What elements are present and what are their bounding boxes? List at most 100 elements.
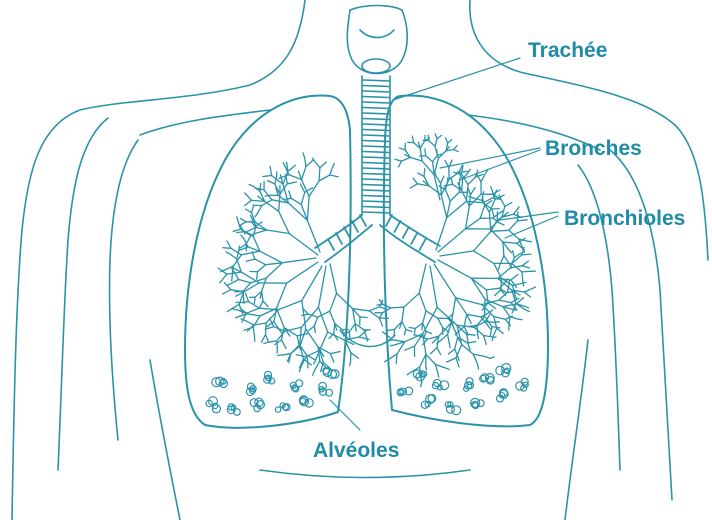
bronchial-branch (246, 293, 249, 301)
trachea-ring (363, 212, 389, 213)
bronchial-branch (241, 251, 260, 255)
bronchial-branch (265, 201, 279, 211)
bronchial-branch (303, 153, 305, 158)
bronchial-branch (301, 193, 304, 205)
bronchial-branch (501, 199, 505, 207)
bronchial-branch (255, 259, 266, 265)
bronchial-branch (319, 175, 330, 181)
bronchial-branch (309, 326, 315, 330)
bronchial-branch (456, 345, 462, 358)
bronchial-branch (438, 318, 443, 327)
bronchial-branch (369, 307, 379, 311)
bronchial-branch (462, 179, 463, 191)
bronchial-branch (246, 235, 251, 244)
trachea-ring (363, 185, 389, 186)
bronchial-branch (437, 150, 438, 155)
right-lung-outline (384, 95, 548, 426)
label-alveoli: Alvéoles (313, 440, 399, 461)
bronchial-branch (429, 141, 435, 147)
bronchial-branch (493, 328, 496, 336)
bronchial-branch (233, 309, 238, 310)
alveolus (275, 407, 280, 412)
bronchial-branch (511, 274, 518, 280)
bronchial-branch (377, 304, 383, 305)
bronchial-branch (474, 251, 494, 264)
bronchial-branch (237, 232, 244, 233)
bronchial-branch (296, 355, 306, 357)
bronchial-branch (387, 329, 395, 330)
bronchial-branch (360, 317, 367, 318)
trachea-leader (393, 58, 520, 100)
bronchial-branch (250, 215, 252, 219)
bronchial-branch (410, 157, 422, 161)
trachea-ring (363, 163, 389, 164)
bronchial-branch (521, 282, 525, 283)
bronchial-branch (402, 307, 404, 321)
bronchial-branch (436, 218, 447, 250)
bronchial-branch (268, 181, 275, 184)
bronchial-branch (441, 334, 448, 340)
bronchial-branch (525, 309, 530, 311)
bronchial-branch (491, 230, 509, 231)
bronchial-branch (454, 146, 457, 150)
bronchial-branch (455, 337, 458, 349)
bronchial-branch (505, 203, 512, 207)
bronchial-branch (402, 157, 411, 161)
bronchial-branch (367, 337, 368, 341)
bronchial-branch (419, 264, 426, 293)
trachea-ring (363, 174, 389, 175)
bronchial-branch (260, 251, 282, 263)
bronchial-branch (434, 264, 456, 298)
bronchial-branch (330, 167, 333, 175)
bronchial-branch (511, 280, 517, 287)
bronchial-branch (458, 357, 459, 361)
bronchial-branch (459, 171, 468, 172)
bronchial-branch (349, 332, 350, 339)
trachea-ring (363, 119, 389, 120)
bronchial-branch (467, 314, 481, 317)
bronchus-rings (328, 215, 426, 250)
bronchial-branch (522, 266, 529, 268)
bronchial-branch (464, 314, 467, 326)
trachea-ring (363, 168, 389, 169)
bronchial-branch (474, 231, 491, 251)
bronchial-branch (404, 293, 419, 307)
trachea-ring (363, 102, 389, 103)
bronchial-branch (231, 304, 239, 309)
bronchial-branch (391, 307, 404, 308)
bronchial-branch (499, 282, 505, 288)
bronchial-branch (522, 261, 528, 266)
main-bronchi (315, 215, 440, 262)
bronchial-branch (447, 358, 456, 362)
bronchial-branch (281, 340, 286, 349)
bronchial-branch (441, 183, 442, 195)
bronchial-branch (263, 176, 272, 177)
bronchial-branch (435, 134, 437, 139)
bronchial-branch (525, 306, 529, 308)
bronchial-branch (451, 177, 452, 184)
bronchial-branch (441, 176, 444, 183)
bronchial-branch (434, 158, 438, 174)
bronchial-branch (319, 168, 320, 181)
bronchial-branch (420, 148, 422, 161)
bronchial-branch (484, 336, 487, 345)
bronchial-branch (406, 330, 412, 332)
trachea-ring (363, 152, 389, 153)
bronchial-branch (486, 290, 488, 303)
trachea-ring (363, 80, 389, 81)
bronchial-branch (315, 361, 320, 370)
bronchus-ring (420, 239, 426, 250)
trachea-ring (363, 207, 389, 208)
bronchial-branch (527, 241, 531, 242)
bronchial-branch (399, 148, 405, 150)
bronchial-branch (342, 330, 344, 337)
bronchial-branch (412, 136, 413, 142)
bronchial-branch (333, 163, 335, 167)
bronchial-branch (405, 346, 415, 350)
bronchial-branch (478, 334, 479, 338)
bronchial-branch (426, 156, 433, 162)
bronchial-branch (330, 354, 333, 363)
bronchial-branch (468, 188, 471, 195)
bronchial-branch (469, 196, 473, 198)
thyroid (362, 59, 390, 73)
